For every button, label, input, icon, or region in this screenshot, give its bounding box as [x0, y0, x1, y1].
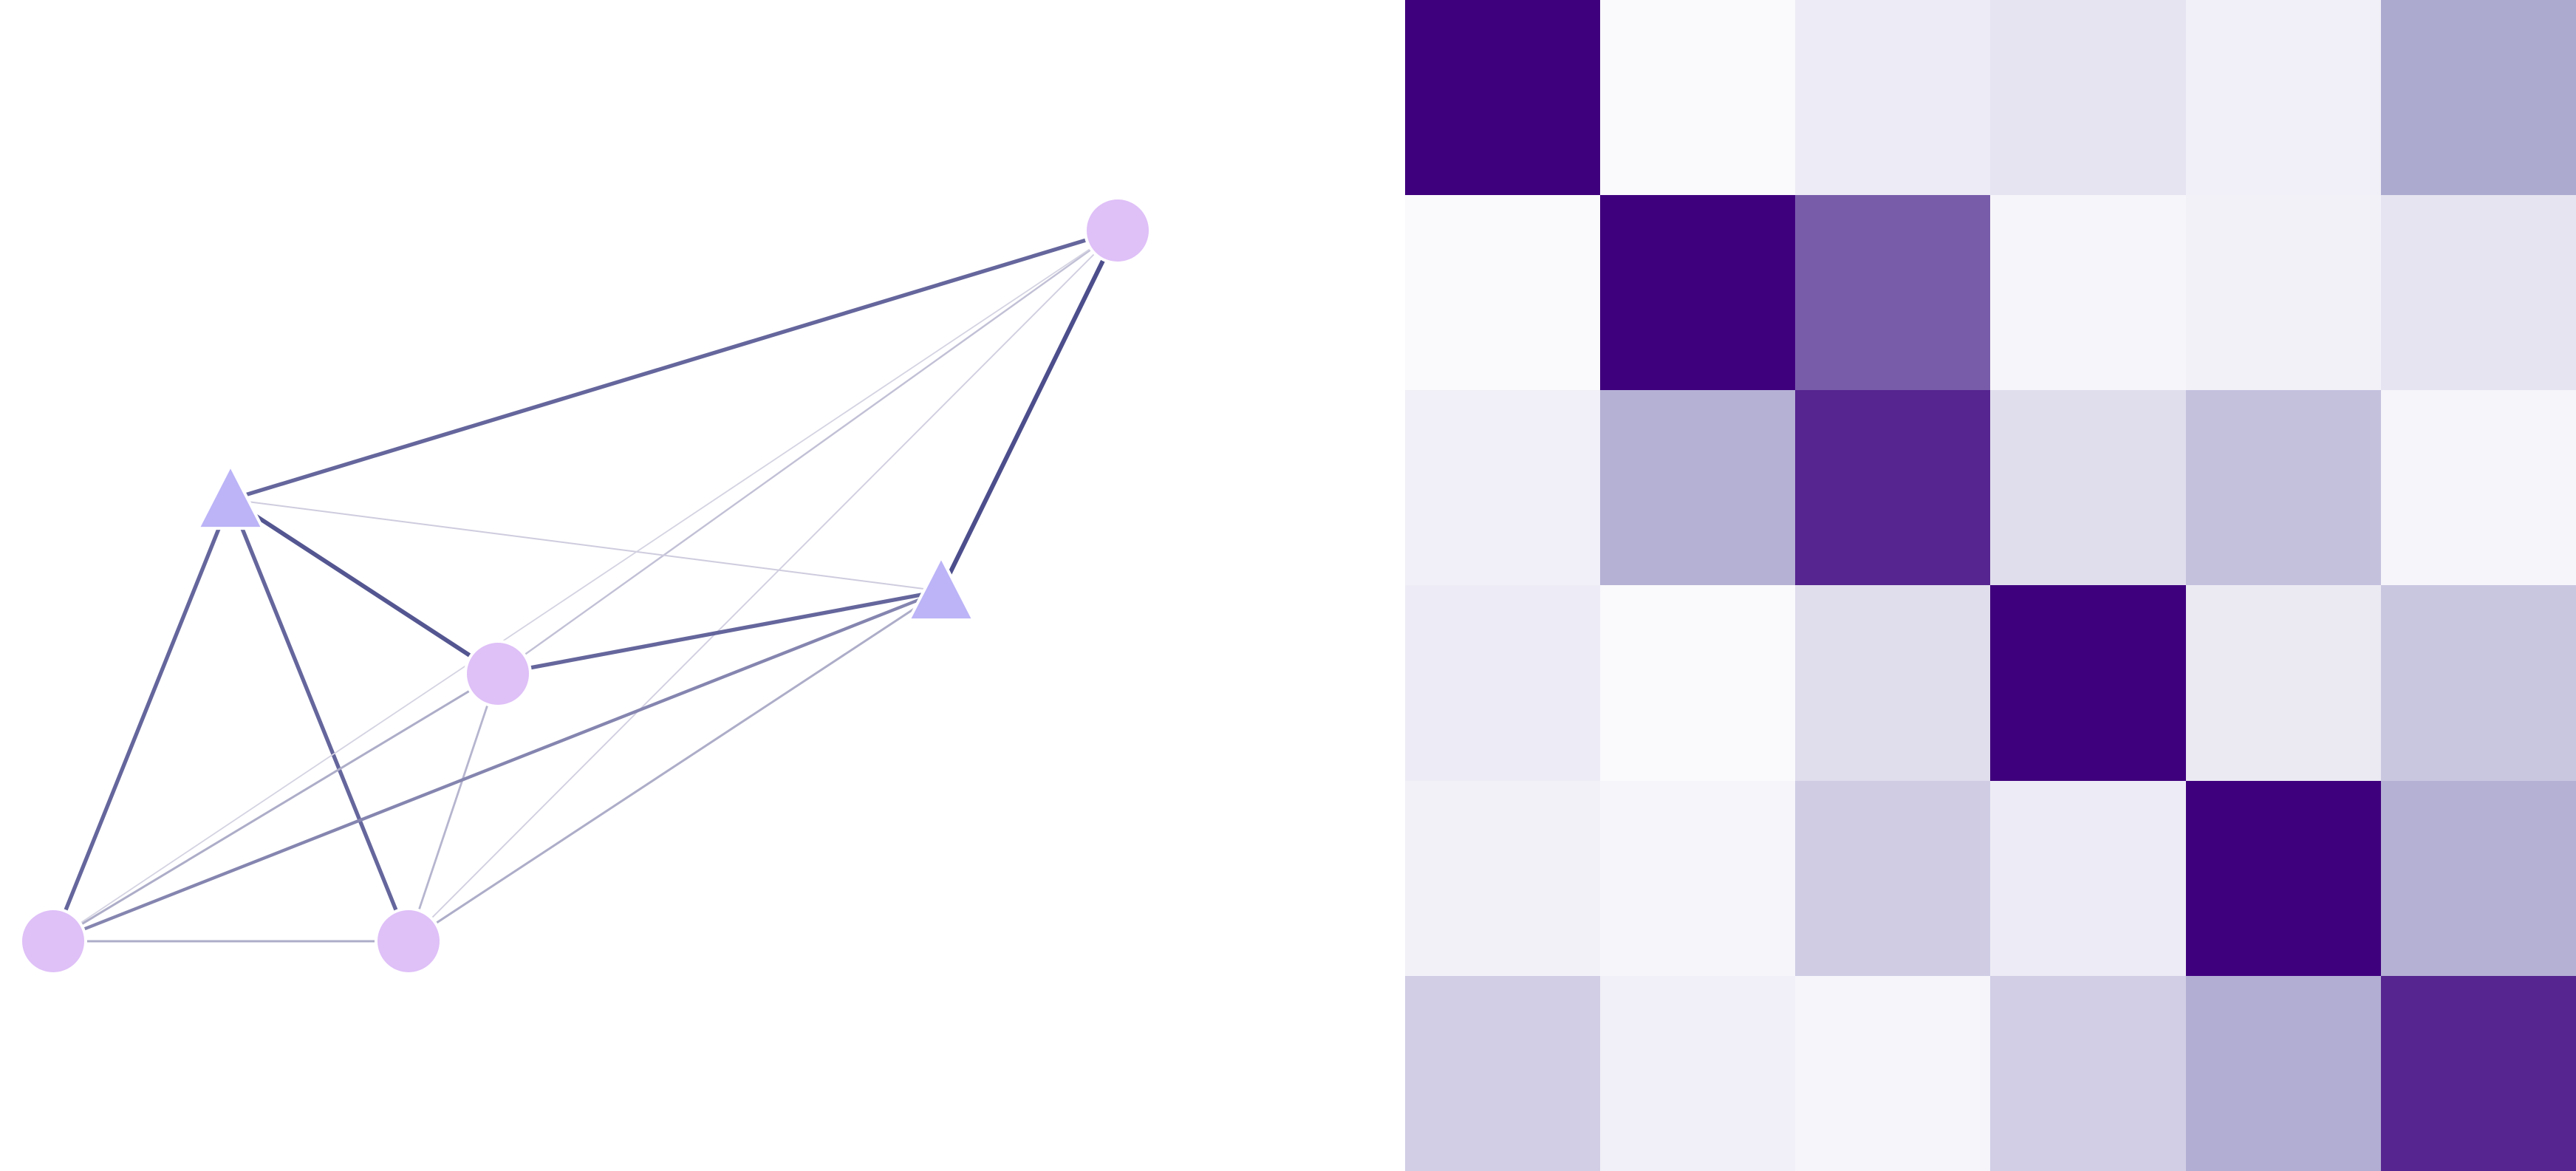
graph-edge-n2-n3 [496, 589, 943, 676]
adjacency-heatmap [1405, 0, 2576, 1171]
graph-edge-n0-n5 [408, 230, 1118, 942]
heatmap-cell-0-4 [2185, 0, 2381, 196]
heatmap-cell-3-3 [1990, 585, 2186, 781]
graph-edge-n3-n4 [51, 589, 943, 943]
heatmap-cell-3-2 [1795, 585, 1991, 781]
heatmap-cell-4-2 [1795, 780, 1991, 976]
heatmap-cell-5-2 [1795, 975, 1991, 1171]
heatmap-cell-1-1 [1600, 195, 1796, 391]
heatmap-cell-2-5 [2380, 390, 2576, 586]
heatmap-cell-4-1 [1600, 780, 1796, 976]
heatmap-cell-5-3 [1990, 975, 2186, 1171]
heatmap-cell-0-5 [2380, 0, 2576, 196]
heatmap-cell-2-3 [1990, 390, 2186, 586]
heatmap-cell-1-5 [2380, 195, 2576, 391]
network-graph [19, 197, 1152, 975]
heatmap-cell-2-1 [1600, 390, 1796, 586]
heatmap-cell-5-4 [2185, 975, 2381, 1171]
heatmap-cell-5-5 [2380, 975, 2576, 1171]
heatmap-cell-5-1 [1600, 975, 1796, 1171]
graph-nodes [19, 197, 1152, 975]
graph-node-n5 [375, 907, 443, 975]
heatmap-cell-5-0 [1405, 975, 1601, 1171]
graph-node-n0 [1084, 197, 1152, 264]
heatmap-cell-3-4 [2185, 585, 2381, 781]
heatmap-cell-0-1 [1600, 0, 1796, 196]
graph-edge-n4-n0 [52, 230, 1118, 942]
graph-node-n2 [464, 640, 532, 708]
graph-node-n4 [19, 907, 87, 975]
graph-edge-n3-n5 [407, 590, 943, 943]
heatmap-cell-2-4 [2185, 390, 2381, 586]
graph-edges [51, 228, 1120, 943]
graph-edge-n0-n2 [496, 229, 1119, 675]
heatmap-cell-4-3 [1990, 780, 2186, 976]
graph-node-n3 [906, 553, 976, 622]
heatmap-cell-1-2 [1795, 195, 1991, 391]
graph-edge-n0-n1 [228, 228, 1120, 502]
heatmap-cell-3-1 [1600, 585, 1796, 781]
heatmap-cell-4-4 [2185, 780, 2381, 976]
heatmap-cell-1-3 [1990, 195, 2186, 391]
heatmap-cell-1-4 [2185, 195, 2381, 391]
heatmap-cell-1-0 [1405, 195, 1601, 391]
graph-edge-n3-n0 [939, 228, 1120, 593]
graph-edge-n1-n5 [228, 497, 411, 943]
graph-node-n1 [196, 462, 265, 530]
graph-edge-n1-n3 [230, 499, 942, 592]
graph-edge-n1-n4 [51, 497, 233, 943]
heatmap-cell-3-0 [1405, 585, 1601, 781]
heatmap-cell-4-5 [2380, 780, 2576, 976]
graph-edge-n1-n2 [228, 497, 500, 676]
heatmap-cell-3-5 [2380, 585, 2576, 781]
heatmap-cell-0-3 [1990, 0, 2186, 196]
graph-edge-n2-n5 [407, 672, 499, 943]
graph-edge-n2-n4 [52, 672, 499, 943]
heatmap-cell-2-2 [1795, 390, 1991, 586]
heatmap-cell-2-0 [1405, 390, 1601, 586]
heatmap-cell-0-0 [1405, 0, 1601, 196]
heatmap-cell-4-0 [1405, 780, 1601, 976]
heatmap-cell-0-2 [1795, 0, 1991, 196]
